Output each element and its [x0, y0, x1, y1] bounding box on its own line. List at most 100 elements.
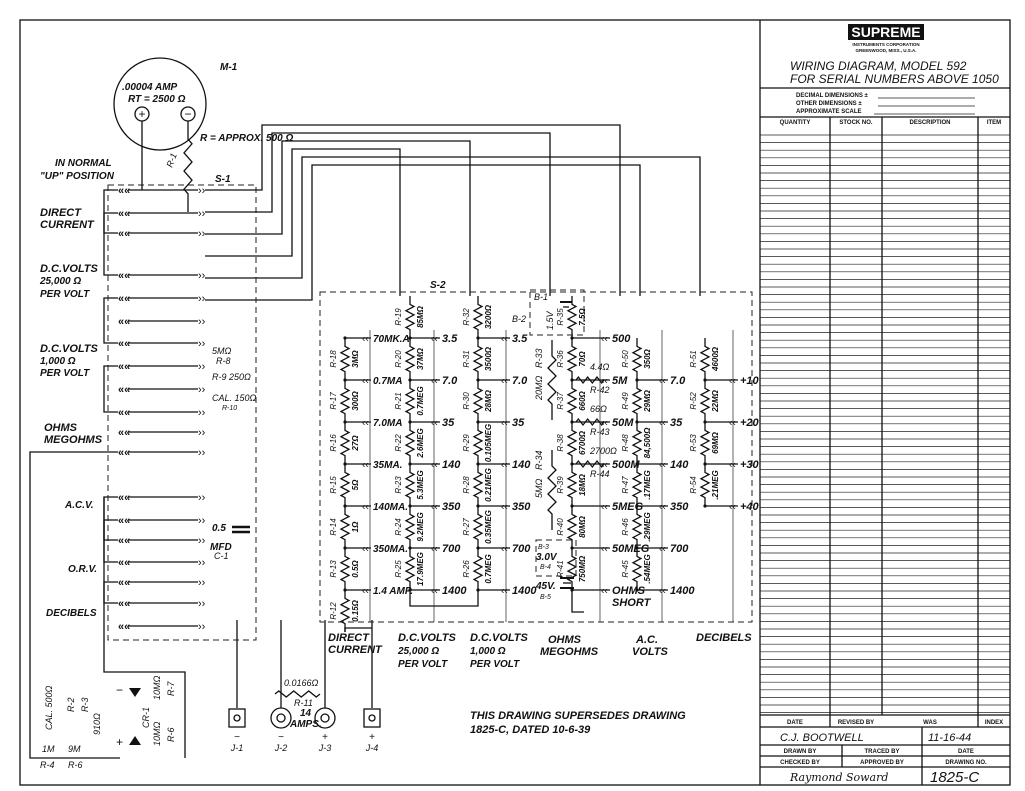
b1-ref: B-1 [534, 292, 548, 302]
tap-label-line: SHORT [612, 597, 652, 609]
resistor-ref: R-31 [462, 350, 471, 367]
junction-dot [476, 462, 480, 466]
s2-dcv25k-1: D.C.VOLTS [398, 632, 457, 644]
jack-ref: J-2 [274, 743, 288, 753]
meter-ref: M-1 [220, 62, 238, 73]
s2-dcv1k-2: 1,000 Ω [470, 646, 506, 657]
approved-by-label: APPROVED BY [860, 760, 904, 766]
contact-arrow-icon: «« [118, 361, 130, 373]
tap-label: 35 [442, 417, 455, 429]
resistor-ref: R-38 [556, 434, 565, 452]
plus-icon: + [138, 107, 145, 121]
s1-note-1: IN NORMAL [55, 158, 112, 169]
contact-arrow-icon: «« [118, 228, 130, 240]
r10-ref: R-10 [222, 405, 237, 412]
r8-value: 5MΩ [212, 346, 232, 356]
resistor-value: 350Ω [643, 348, 652, 368]
ladder-bottom-wire [344, 627, 372, 632]
rev-index: INDEX [985, 720, 1003, 726]
resistor-r-36-icon [566, 338, 578, 380]
resistor-r-34-icon [547, 450, 557, 530]
resistor-r-51-icon [699, 338, 711, 380]
resistor-r-19-icon [404, 296, 416, 338]
resistor-value: 22MΩ [711, 389, 720, 413]
s2-direct-current-2: CURRENT [328, 644, 383, 656]
resistor-r-24-icon [404, 506, 416, 548]
junction-dot [408, 378, 412, 382]
junction-dot [635, 378, 639, 382]
contact-arrow-icon: ›› [198, 185, 206, 197]
contact-arrow-icon: «« [118, 577, 130, 589]
contact-arrow-icon: ›› [198, 293, 206, 305]
meter-m1: .00004 AMP RT = 2500 Ω M-1 + − R = APPRO… [113, 57, 293, 169]
s2-ref: S-2 [430, 280, 446, 291]
resistor-ref: R-25 [394, 560, 403, 578]
contact-arrow-icon: ›› [198, 535, 206, 547]
junction-dot [343, 588, 347, 592]
contact-arrow-icon: ‹‹ [601, 418, 608, 429]
resistor-ref: R-19 [394, 308, 403, 326]
s1-dcv25k-1: D.C.VOLTS [40, 263, 99, 275]
r44-value: 2700Ω [589, 446, 617, 456]
r2-value: CAL. 500Ω [44, 685, 54, 730]
resistor-ref: R-37 [556, 392, 565, 410]
resistor-value: 5Ω [351, 479, 360, 490]
r34-ref: R-34 [534, 450, 544, 470]
jack-polarity: − [278, 732, 284, 743]
junction-dot [476, 546, 480, 550]
tap-label: 3.5 [442, 333, 458, 345]
bus-wire [205, 148, 401, 296]
jack-j-2-icon [270, 707, 292, 729]
resistor-value: 7.5Ω [578, 308, 587, 326]
contact-arrow-icon: ›› [198, 598, 206, 610]
resistor-r-18-icon [339, 338, 351, 380]
contact-arrow-icon: ‹‹ [729, 502, 736, 513]
contact-arrow-icon: ‹‹ [362, 418, 369, 429]
contact-arrow-icon: ‹‹ [729, 418, 736, 429]
switch-s2: S-2 DIRECT CURRENT D.C.VOLTS 25,000 Ω PE… [319, 280, 753, 670]
r6a-value: 10MΩ [152, 721, 162, 746]
contact-arrow-icon: ‹‹ [501, 544, 508, 555]
junction-dot [343, 336, 347, 340]
contact-arrow-icon: ‹‹ [362, 544, 369, 555]
resistor-r-53-icon [699, 422, 711, 464]
junction-dot [343, 504, 347, 508]
s1-decibels: DECIBELS [46, 608, 97, 619]
supreme-logo [848, 24, 924, 40]
resistor-value: 84,500Ω [643, 427, 652, 458]
rectifier-section: CAL. 500Ω R-2 R-3 910Ω CR-1 10MΩ R-7 10M… [40, 675, 322, 770]
tap-label: 5M [612, 375, 628, 387]
resistor-value: 85MΩ [416, 305, 425, 328]
contact-arrow-icon: ‹‹ [501, 460, 508, 471]
tap-label: 35 [512, 417, 525, 429]
r7-value: 10MΩ [152, 675, 162, 700]
contact-arrow-icon: ›› [198, 361, 206, 373]
junction-dot [570, 420, 574, 424]
diode-cr1-bottom-icon [129, 736, 141, 745]
resistor-value: .17MEG [643, 470, 652, 499]
resistor-r-48-icon [631, 422, 643, 464]
resistor-ref: R-22 [394, 434, 403, 452]
resistor-value: 27Ω [351, 435, 360, 452]
resistor-r-1-icon [183, 121, 193, 212]
contact-arrow-icon: ›› [198, 228, 206, 240]
resistor-r-38-icon [566, 422, 578, 464]
c1-ref: C-1 [214, 551, 229, 561]
tap-label: +10 [740, 375, 760, 387]
resistor-r-49-icon [631, 380, 643, 422]
resistor-value: 17.9MEG [416, 552, 425, 586]
resistor-r-28-icon [472, 464, 484, 506]
loop-wire [103, 519, 118, 541]
col-description: DESCRIPTION [909, 120, 950, 126]
contact-arrow-icon: «« [118, 427, 130, 439]
s1-dcv1k-1: D.C.VOLTS [40, 343, 99, 355]
resistor-ref: R-41 [556, 560, 565, 577]
tap-label: 1400 [512, 585, 537, 597]
jack-socket-icon [368, 714, 376, 722]
resistor-ref: R-18 [329, 350, 338, 368]
resistor-ref: R-30 [462, 392, 471, 410]
tap-label: 350MA. [373, 544, 408, 555]
resistor-r-16-icon [339, 422, 351, 464]
resistor-value: 660Ω [578, 390, 587, 410]
